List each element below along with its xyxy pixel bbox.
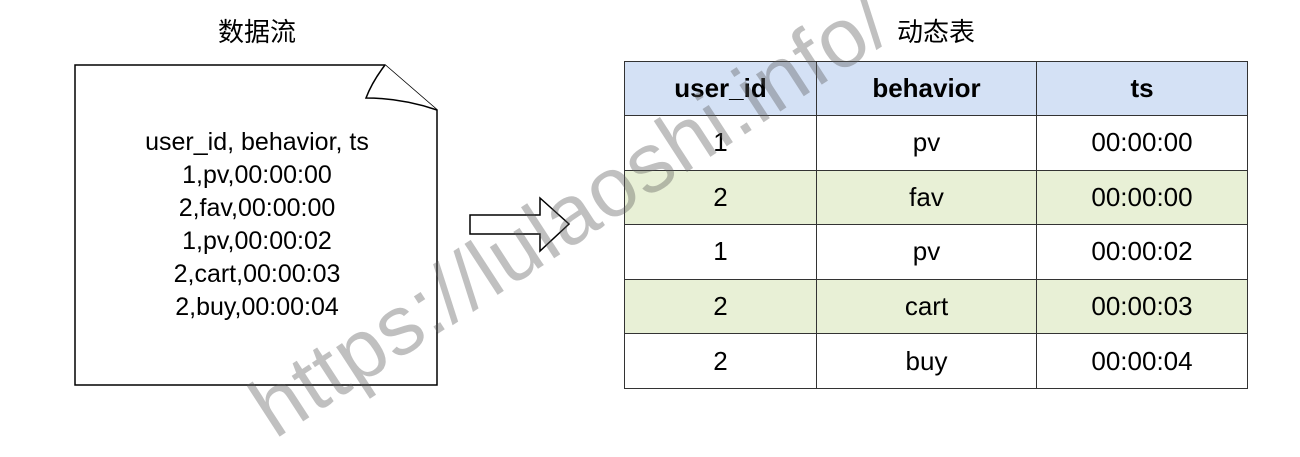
cell-behavior: pv (816, 115, 1037, 171)
column-header-ts: ts (1036, 61, 1248, 116)
stream-line: 1,pv,00:00:00 (182, 161, 332, 189)
dynamic-table: user_id behavior ts 1 pv 00:00:00 2 fav … (624, 61, 1248, 389)
cell-ts: 00:00:02 (1036, 224, 1248, 280)
table-title: 动态表 (896, 18, 975, 48)
column-header-behavior: behavior (816, 61, 1037, 116)
table-row: 1 pv 00:00:02 (624, 224, 1248, 280)
table-row: 2 cart 00:00:03 (624, 278, 1248, 335)
stream-line: 2,cart,00:00:03 (173, 260, 341, 288)
cell-user-id: 2 (624, 278, 817, 335)
table-row: 2 buy 00:00:04 (624, 333, 1248, 389)
cell-behavior: cart (816, 278, 1037, 335)
stream-line: 1,pv,00:00:02 (182, 227, 332, 255)
right-arrow-icon (469, 196, 571, 253)
cell-ts: 00:00:04 (1036, 333, 1248, 389)
cell-user-id: 2 (624, 333, 817, 389)
table-row: 1 pv 00:00:00 (624, 115, 1248, 171)
table-row: 2 fav 00:00:00 (624, 169, 1248, 226)
stream-line: 2,fav,00:00:00 (178, 194, 336, 222)
stream-line: user_id, behavior, ts (145, 128, 369, 156)
cell-ts: 00:00:00 (1036, 169, 1248, 226)
document-shape (74, 64, 438, 386)
stream-line: 2,buy,00:00:04 (175, 293, 339, 321)
cell-ts: 00:00:03 (1036, 278, 1248, 335)
table-header-row: user_id behavior ts (624, 61, 1248, 116)
cell-behavior: buy (816, 333, 1037, 389)
cell-user-id: 2 (624, 169, 817, 226)
cell-ts: 00:00:00 (1036, 115, 1248, 171)
stream-title: 数据流 (217, 18, 296, 48)
cell-user-id: 1 (624, 224, 817, 280)
cell-user-id: 1 (624, 115, 817, 171)
column-header-user-id: user_id (624, 61, 817, 116)
cell-behavior: fav (816, 169, 1037, 226)
data-stream-content: user_id, behavior, ts 1,pv,00:00:00 2,fa… (76, 126, 438, 324)
cell-behavior: pv (816, 224, 1037, 280)
